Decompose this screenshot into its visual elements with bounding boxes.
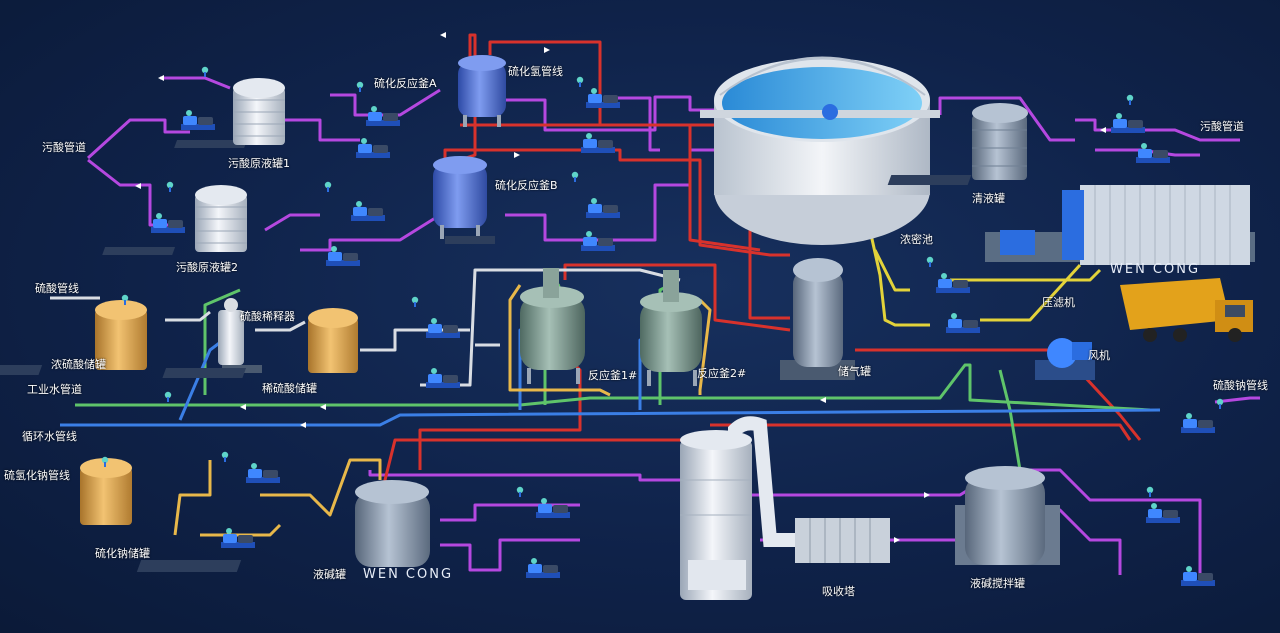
reactor-1	[520, 268, 585, 384]
waste-acid-pipe	[1075, 118, 1240, 142]
waste-acid-pipe	[330, 88, 441, 117]
waste-acid-tank-1	[174, 78, 285, 148]
absorption-tower	[680, 416, 795, 600]
dump-truck-icon	[1120, 278, 1253, 342]
label-absorption-tower: 吸收塔	[822, 585, 855, 598]
label-acid-diluter: 硫酸稀释器	[240, 310, 295, 323]
sodium-sulfide-tank	[80, 458, 132, 525]
label-sodium-sulfide-tank: 硫化钠储罐	[95, 547, 150, 560]
sodium-sulfide-pipe	[173, 460, 212, 536]
label-h2s-pipeline: 硫化氢管线	[508, 65, 563, 78]
waste-acid-pipe	[285, 118, 360, 142]
thickener-pipe	[873, 249, 910, 292]
conc-sulfuric-tank	[0, 300, 147, 375]
label-reactor-1: 反应釜1#	[588, 369, 638, 382]
reactor-2	[640, 270, 702, 386]
label-waste-acid-tank-1: 污酸原液罐1	[228, 157, 290, 170]
thickener-pipe	[980, 263, 1082, 322]
label-conc-sulfuric-tank: 浓硫酸储罐	[51, 358, 106, 371]
brand-watermark-top: WEN CONG	[1110, 262, 1201, 277]
label-fan: 风机	[1088, 349, 1110, 362]
label-thickener: 浓密池	[900, 233, 933, 246]
waste-acid-pipe	[86, 118, 190, 160]
blower-fan-icon	[1035, 338, 1095, 380]
absorption-duct	[795, 518, 890, 563]
waste-acid-pipe	[87, 158, 175, 227]
waste-acid-pipe	[300, 213, 441, 252]
label-sulfur-reactor-b: 硫化反应釜B	[495, 179, 558, 192]
label-clear-liquid-tank: 清液罐	[972, 192, 1005, 205]
sulfide-pipe	[698, 298, 712, 395]
acid-pipe	[560, 268, 681, 282]
label-lye-mixing-tank: 液碱搅拌罐	[970, 577, 1025, 590]
label-circulating-water-pipe: 循环水管线	[22, 430, 77, 443]
label-sulfuric-pipeline: 硫酸管线	[35, 282, 79, 295]
label-nahs-pipeline: 硫氢化钠管线	[4, 469, 70, 482]
thickener-pipe	[950, 268, 1102, 282]
flow-arrows	[135, 32, 1106, 543]
thickener-pool	[700, 56, 940, 245]
gas-storage-tank	[780, 258, 855, 380]
acid-pipe	[255, 320, 306, 332]
h2s-pipe	[443, 148, 790, 257]
acid-pipe	[165, 310, 211, 322]
waste-acid-tank-2	[102, 185, 247, 255]
sodium-sulfide-pipe	[260, 458, 382, 517]
label-filter-press: 压滤机	[1042, 296, 1075, 309]
lye-pipe	[368, 470, 690, 482]
lye-pipe	[440, 503, 580, 522]
label-waste-acid-pipe-left: 污酸管道	[42, 141, 86, 154]
sulfate-pipe	[1214, 396, 1260, 404]
waste-acid-pipe	[938, 96, 1075, 142]
thickener-pipe	[868, 229, 930, 327]
lye-pipe	[440, 538, 580, 572]
circulating-water-pipe	[60, 408, 1161, 427]
label-lye-tank: 液碱罐	[313, 568, 346, 581]
h2s-pipe	[855, 348, 1142, 441]
brand-watermark-bottom: WEN CONG	[363, 567, 454, 582]
sulfide-pipe	[508, 284, 611, 397]
clear-liquid-tank	[887, 103, 1028, 185]
label-reactor-2: 反应釜2#	[697, 367, 747, 380]
filter-press	[985, 185, 1255, 265]
lye-tank	[136, 480, 430, 572]
h2s-pipe	[378, 438, 720, 501]
label-industrial-water-pipe: 工业水管道	[27, 383, 82, 396]
sulfur-reactor-a	[458, 55, 506, 127]
lye-pipe	[700, 468, 1202, 580]
dilute-sulfuric-tank	[162, 308, 358, 378]
lye-mixing-tank	[955, 466, 1060, 565]
industrial-water-pipe	[75, 363, 1151, 412]
h2s-pipe	[710, 423, 1132, 441]
sodium-sulfide-pipe	[200, 523, 282, 537]
waste-acid-pipe	[160, 76, 231, 90]
waste-acid-pipe	[264, 213, 320, 232]
label-dilute-sulfuric-tank: 稀硫酸储罐	[262, 382, 317, 395]
label-gas-storage-tank: 储气罐	[838, 365, 871, 378]
label-sulfur-reactor-a: 硫化反应釜A	[374, 77, 437, 90]
industrial-water-pipe	[998, 369, 1022, 471]
label-waste-acid-tank-2: 污酸原液罐2	[176, 261, 238, 274]
label-sodium-sulfate-pipeline: 硫酸钠管线	[1213, 379, 1268, 392]
label-waste-acid-pipe-right: 污酸管道	[1200, 120, 1244, 133]
sulfur-reactor-b	[433, 156, 495, 244]
